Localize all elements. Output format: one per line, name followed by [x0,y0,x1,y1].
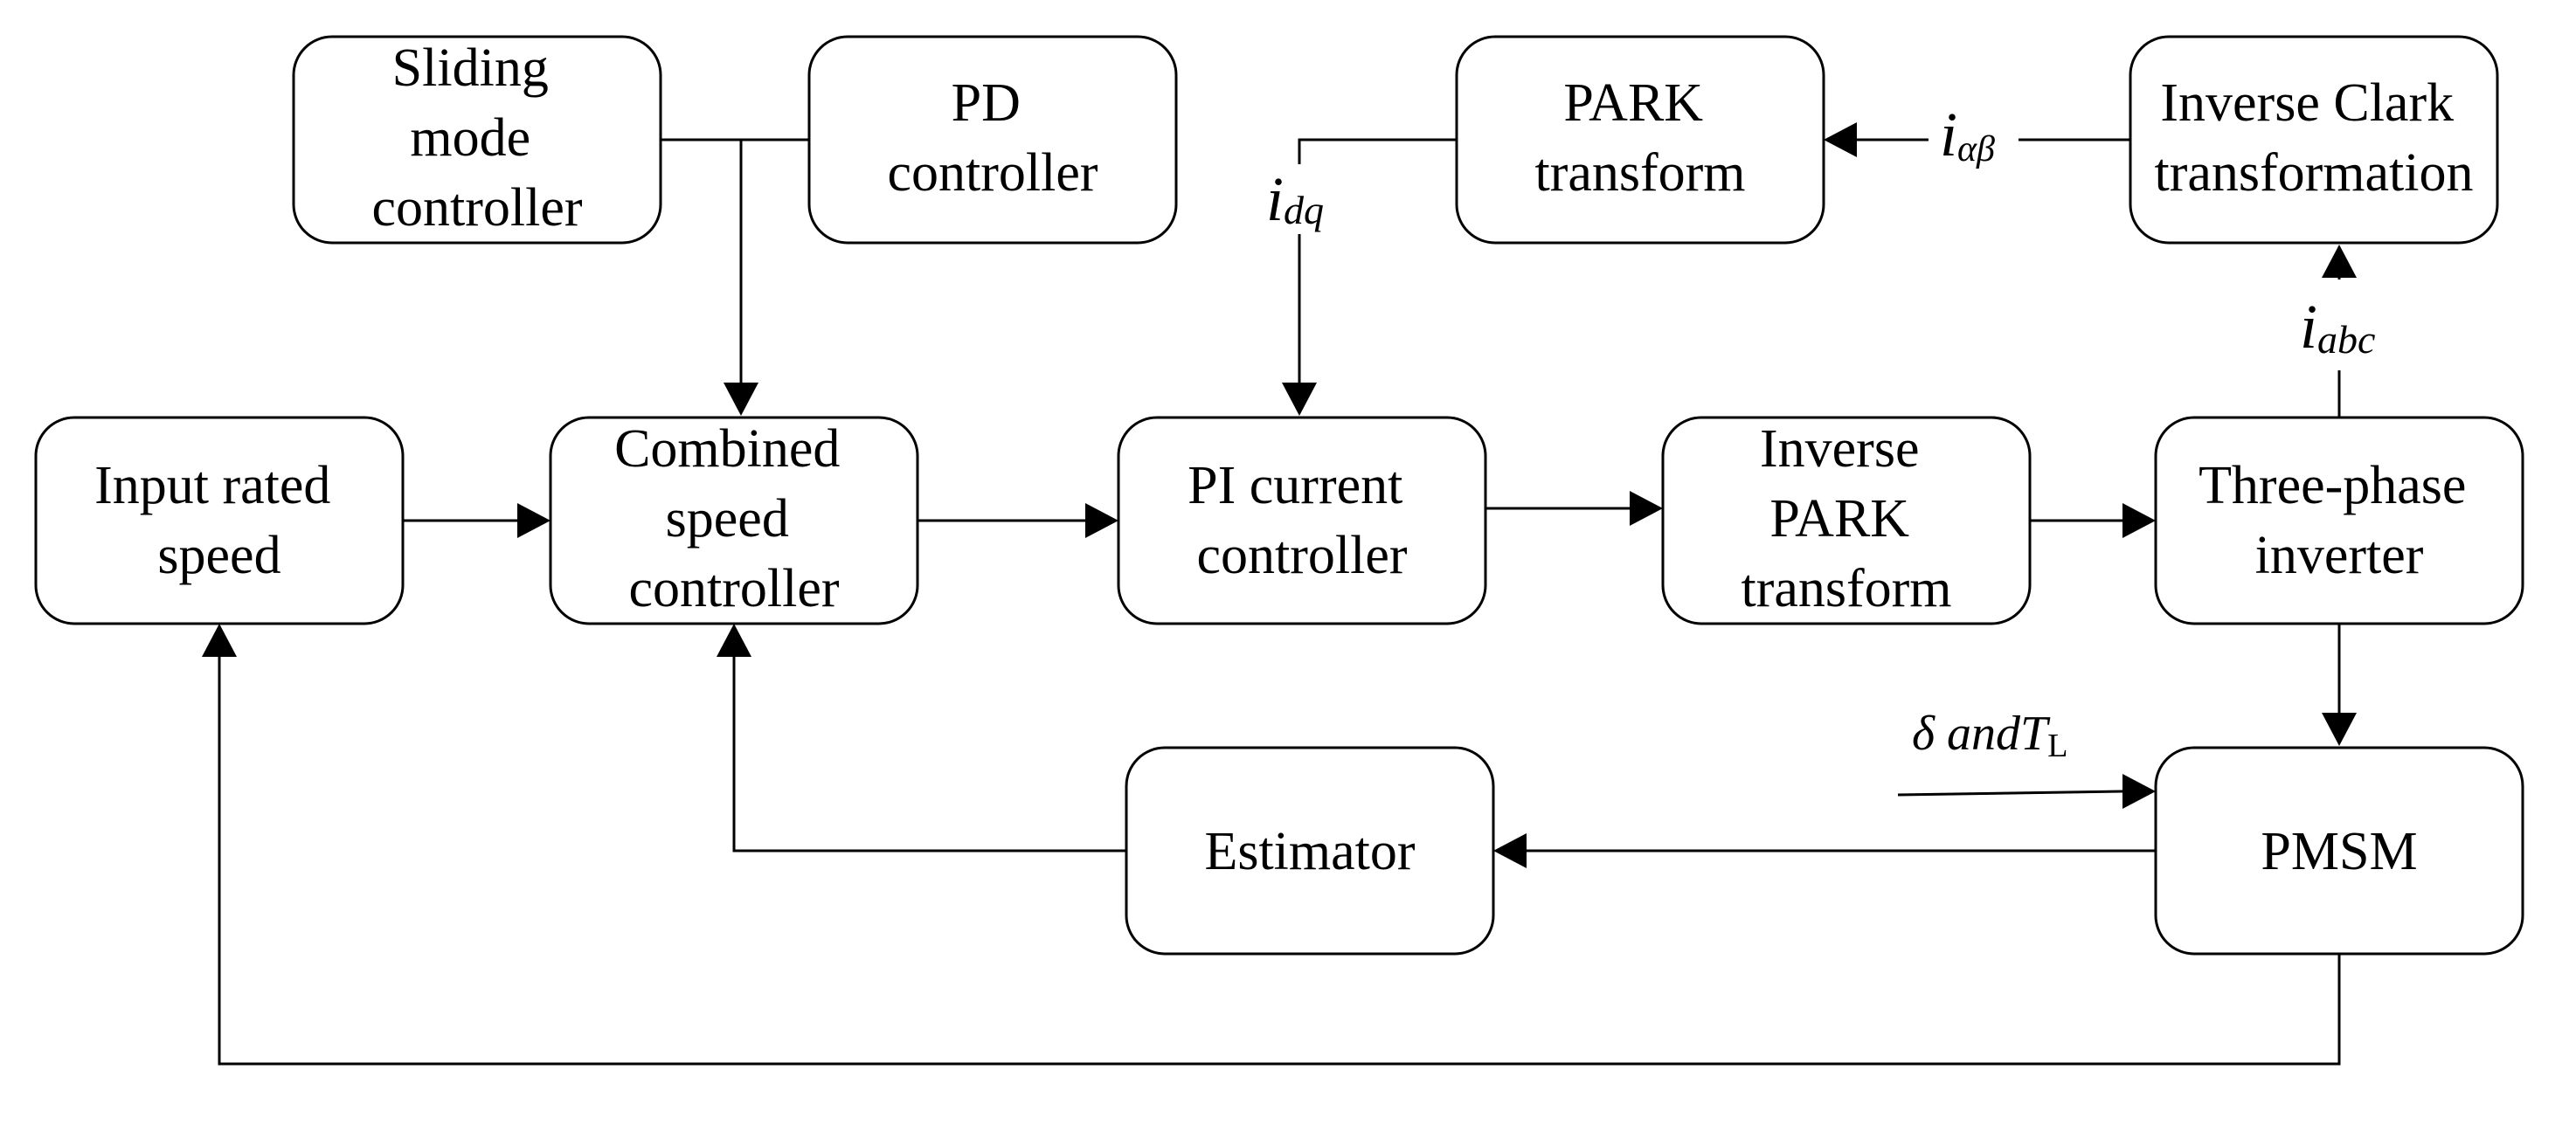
park-transform-block: PARK transform [1455,35,1825,245]
pmsm-block: PMSM [2154,746,2524,956]
three-phase-inverter-block: Three-phase inverter [2154,416,2524,625]
clark-to-park-arrowhead [1824,122,1857,157]
inverse-park-line-3: transform [1741,559,1951,618]
park-transform-line-2: transform [1534,143,1745,203]
estimator-block: Estimator [1125,746,1495,956]
pd-controller-block: PD controller [807,35,1178,245]
pi-current-controller-block: PI current controller [1117,416,1487,625]
svg-text:Combined speed con: Combined speed controller [614,419,854,618]
sliding-mode-controller-line-3: controller [371,178,582,238]
pd-controller-line-1: PD [952,73,1021,133]
disturbance-line [1897,790,2123,797]
pi-current-controller-line-2: controller [1196,526,1407,585]
disturbance-arrowhead [2122,774,2156,809]
pmsm-label: PMSM [2261,822,2417,881]
inverse-clark-line-1: Inverse Clark [2160,73,2454,133]
input-to-combined-arrowhead [517,503,551,538]
pmsm-to-input-feedback-line [218,657,2341,1066]
input-rated-speed-line-1: Input rated [94,456,330,515]
signal-i-dq-label: idq [1266,164,1324,234]
svg-text:PMSM: PMSM [2261,822,2417,881]
sliding-mode-controller-block: Sliding mode controller [292,35,662,245]
pmsm-to-input-feedback-arrowhead [202,624,237,657]
pi-current-controller-line-1: PI current [1188,456,1402,515]
input-rated-speed-block: Input rated speed [34,416,405,625]
three-phase-inverter-line-2: inverter [2255,526,2424,585]
park-to-pi-line-top [1298,138,1457,164]
svg-text:Three-phase inverter: Three-phase inverter [2199,456,2480,585]
park-to-pi-arrowhead [1282,383,1317,416]
inverter-to-pmsm-arrowhead [2322,713,2357,746]
combined-to-pi-arrowhead [1085,503,1118,538]
inverse-park-line-2: PARK [1769,489,1909,549]
input-rated-speed-line-2: speed [157,526,280,585]
signal-i-abc-label: iabc [2300,292,2375,362]
three-phase-inverter-line-1: Three-phase [2199,456,2466,515]
estimator-to-combined-arrowhead [717,624,751,657]
svg-text:PARK transform: PARK transform [1534,73,1745,203]
estimator-label: Estimator [1204,822,1415,881]
sliding-mode-controller-line-2: mode [410,108,530,168]
inverter-to-clark-arrowhead [2322,245,2357,278]
combined-speed-controller-line-3: controller [628,559,839,618]
combined-speed-controller-line-1: Combined [614,419,840,479]
estimator-to-combined-line [732,657,1126,852]
combined-speed-controller-line-2: speed [666,489,789,549]
controllers-to-combined-arrowhead [724,383,758,416]
inverse-park-transform-block: Inverse PARK transform [1661,416,2032,625]
pi-to-inverse-park-arrowhead [1630,491,1663,526]
combined-speed-controller-block: Combined speed controller [549,416,919,625]
svg-text:Estimator: Estimator [1204,822,1415,881]
svg-text:Inverse PARK trans: Inverse PARK transform [1741,419,1951,618]
inverse-park-line-1: Inverse [1760,419,1919,479]
inverse-clark-line-2: transformation [2154,143,2473,203]
disturbance-label: δ andTL [1912,707,2067,764]
svg-text:Input rated speed: Input rated speed [94,456,344,585]
svg-text:PI current controller: PI current controller [1188,456,1416,585]
svg-text:Inverse Clark transforma: Inverse Clark transformation [2154,73,2473,203]
svg-text:Sliding mode contr: Sliding mode controller [371,38,582,238]
pmsm-to-estimator-arrowhead [1493,833,1527,868]
inverse-park-to-inverter-arrowhead [2122,503,2156,538]
park-transform-line-1: PARK [1563,73,1703,133]
pd-controller-line-2: controller [887,143,1098,203]
inverse-clark-transformation-block: Inverse Clark transformation [2129,35,2499,245]
signal-i-alpha-beta-label: iαβ [1940,100,1995,169]
svg-text:PD controller: PD controller [887,73,1098,203]
sliding-mode-controller-line-1: Sliding [392,38,549,98]
